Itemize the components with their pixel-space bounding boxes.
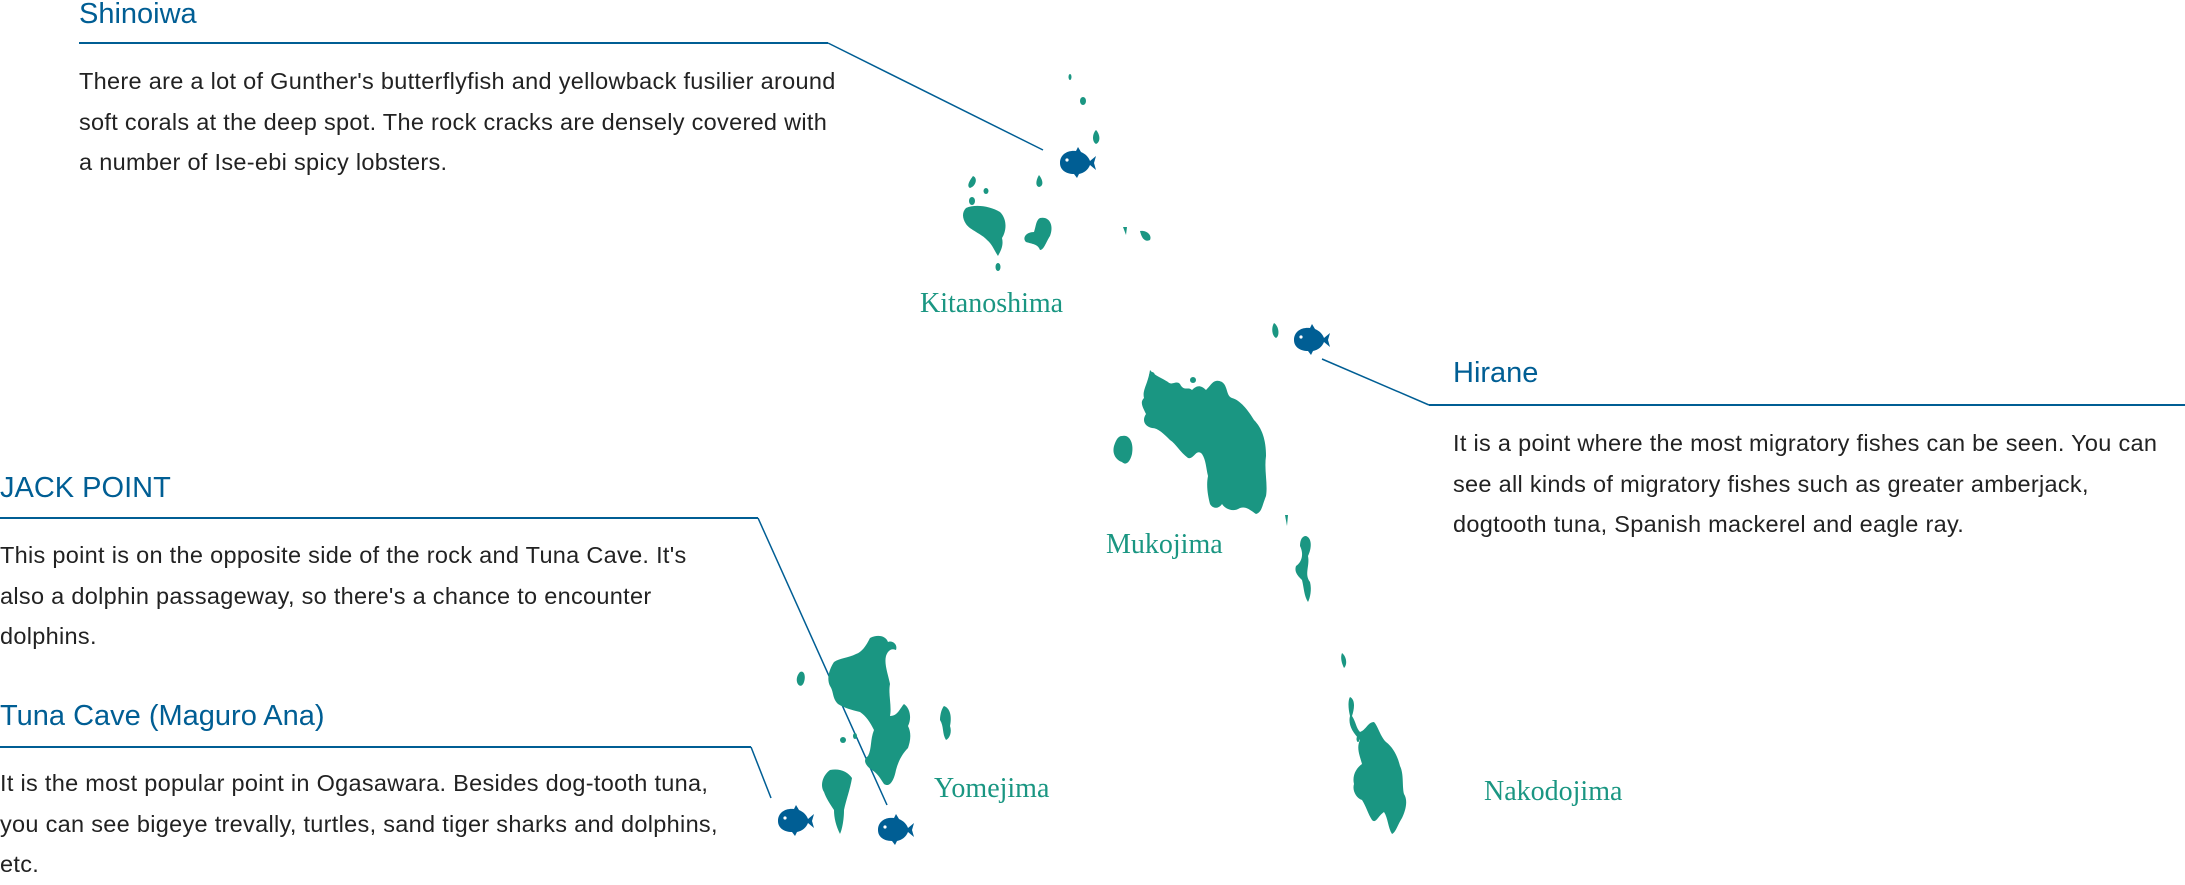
island-yomejima	[796, 635, 951, 834]
island-label-kitanoshima: Kitanoshima	[920, 288, 1064, 319]
point-title-jack-point[interactable]: JACK POINT	[0, 472, 171, 504]
point-title-shinoiwa[interactable]: Shinoiwa	[79, 0, 197, 30]
fish-icon-shinoiwa[interactable]	[1060, 147, 1096, 178]
connector-jack-point	[0, 517, 888, 806]
fish-icon-hirane[interactable]	[1294, 324, 1330, 355]
island-hirane-rock	[1272, 323, 1279, 338]
point-description-hirane: It is a point where the most migratory f…	[1453, 430, 2158, 537]
connector-shinoiwa	[79, 42, 1044, 151]
island-label-yomejima: Yomejima	[934, 773, 1050, 804]
island-label-nakodojima: Nakodojima	[1484, 776, 1623, 807]
connector-hirane	[1321, 358, 2185, 406]
point-title-tuna-cave[interactable]: Tuna Cave (Maguro Ana)	[0, 700, 325, 732]
island-mukojima	[1113, 370, 1311, 602]
point-description-shinoiwa: There are a lot of Gunther's butterflyfi…	[79, 68, 836, 175]
fish-icon-tuna-cave[interactable]	[778, 805, 814, 836]
point-description-jack-point: This point is on the opposite side of th…	[0, 542, 687, 649]
point-description-tuna-cave: It is the most popular point in Ogasawar…	[0, 770, 718, 877]
fish-icon-jack-point[interactable]	[878, 814, 914, 845]
island-nakodojima	[1341, 653, 1407, 834]
point-title-hirane[interactable]: Hirane	[1453, 357, 1539, 389]
connector-tuna-cave	[0, 746, 772, 799]
island-kitanoshima	[963, 74, 1151, 271]
island-label-mukojima: Mukojima	[1106, 529, 1223, 560]
